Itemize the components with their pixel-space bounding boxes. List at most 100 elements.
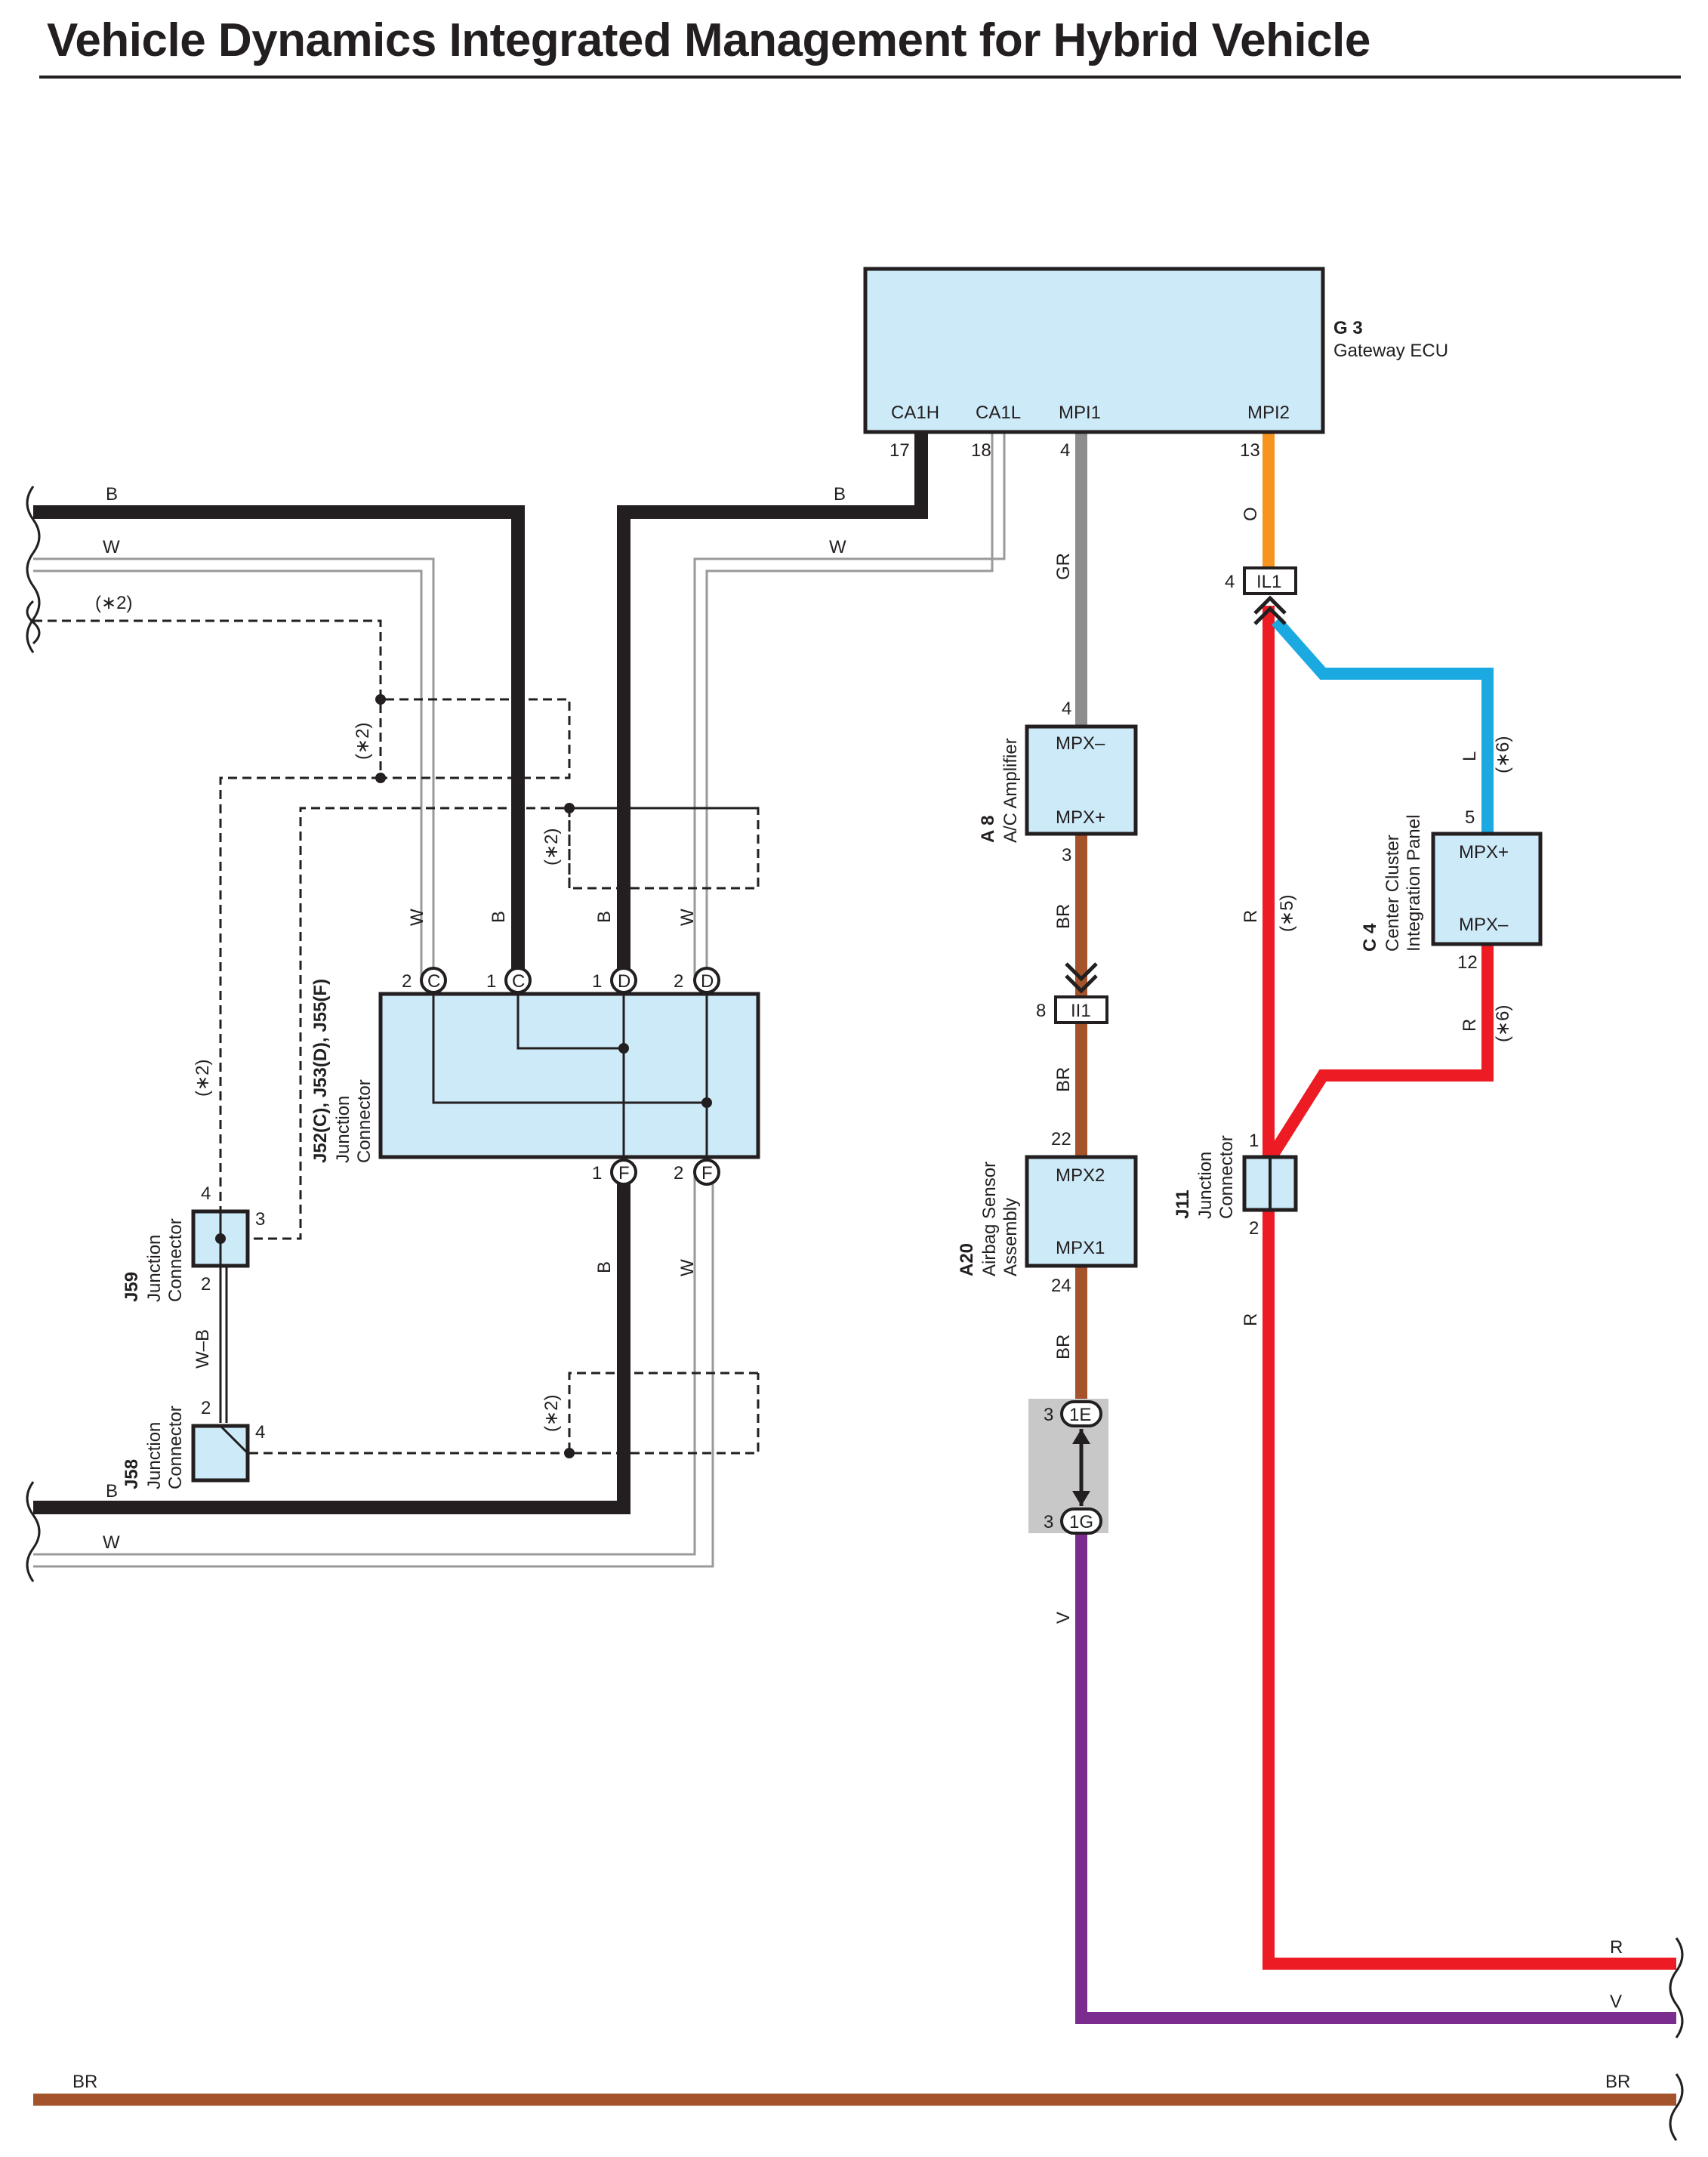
j58-pin-4: 4 (255, 1422, 265, 1443)
j11-name-1: Junction (1195, 1152, 1216, 1219)
wire-label-v-1: V (1053, 1612, 1074, 1624)
wire-note-6-b: (∗6) (1493, 1005, 1513, 1042)
g3-name: Gateway ECU (1333, 341, 1448, 361)
j58-box (191, 1424, 250, 1483)
svg-text:C: C (427, 971, 440, 992)
c4-pin-5: 5 (1465, 807, 1475, 828)
a8-terminal-mpx-plus: MPX+ (1056, 807, 1105, 828)
wire-label-r-4: R (1610, 1937, 1623, 1958)
j52-internal-bus (432, 994, 708, 1157)
wire-w-gateway-inner (705, 432, 994, 980)
g3-pin-4: 4 (1060, 440, 1070, 461)
c4-pin-12: 12 (1457, 952, 1478, 973)
ii1-chevron-icon (1065, 962, 1098, 994)
wire-note-2-top: (∗2) (95, 593, 132, 613)
a8-name: A/C Amplifier (1000, 738, 1021, 843)
j52-j53-j55-box (378, 992, 760, 1159)
wire-note-2-c: (∗2) (193, 1060, 213, 1097)
a20-id: A20 (957, 1243, 977, 1276)
wire-label-b-2: B (834, 484, 846, 505)
wire-r-c4 (1263, 944, 1494, 1165)
il1-label: IL1 (1256, 572, 1281, 592)
g3-pin-17: 17 (889, 440, 910, 461)
wire-label-w-4: W (677, 909, 698, 926)
wire-note-2-a: (∗2) (353, 723, 373, 760)
j52-name-1: Junction (333, 1096, 353, 1163)
wire-b-gateway (617, 432, 928, 980)
a20-terminal-mpx2: MPX2 (1056, 1165, 1105, 1186)
j58-name-1: Junction (144, 1422, 165, 1489)
j59-pin-2: 2 (201, 1274, 211, 1295)
title-rule (39, 76, 1681, 79)
j52-name-2: Connector (354, 1079, 375, 1163)
ii1-connector (1054, 995, 1108, 1024)
svg-text:1: 1 (486, 971, 496, 992)
wire-note-2-d: (∗2) (541, 1395, 562, 1432)
gateway-ecu-box (863, 267, 1325, 434)
j59-name-2: Connector (165, 1218, 186, 1302)
svg-text:D: D (701, 971, 714, 992)
g3-pin-18: 18 (971, 440, 991, 461)
a20-pin-22: 22 (1051, 1129, 1071, 1149)
wire-note-2-b: (∗2) (541, 829, 562, 866)
ac-amplifier-box (1025, 724, 1138, 836)
g3-terminal-mpi1: MPI1 (1059, 403, 1101, 423)
j58-pin-2: 2 (201, 1398, 211, 1418)
wire-v (1075, 1532, 1676, 2024)
wire-label-o: O (1241, 507, 1261, 521)
wire-w-bottom-inner (33, 1172, 714, 1568)
g3-terminal-ca1l: CA1L (976, 403, 1021, 423)
wire-label-w-5: W (677, 1259, 698, 1276)
wire-label-br-3: BR (1053, 1335, 1074, 1359)
svg-text:2: 2 (674, 1163, 683, 1183)
wire-label-gr: GR (1053, 553, 1074, 580)
wire-label-br-4: BR (72, 2072, 97, 2092)
c4-terminal-mpx-plus: MPX+ (1459, 842, 1509, 862)
a8-pin-3: 3 (1062, 845, 1071, 866)
wire-label-w-1: W (103, 537, 120, 557)
svg-text:C: C (512, 971, 525, 992)
c4-id: C 4 (1360, 923, 1380, 952)
g3-pin-13: 13 (1240, 440, 1260, 461)
svg-text:D: D (618, 971, 630, 992)
c4-terminal-mpx-minus: MPX– (1459, 915, 1509, 935)
j52-terminal-f-left: F 1 (592, 1159, 637, 1186)
wire-label-w-6: W (103, 1532, 120, 1553)
connector-1g-label: 1G (1069, 1512, 1093, 1532)
svg-text:1: 1 (592, 971, 602, 992)
connector-1g-pin: 3 (1044, 1512, 1053, 1532)
g3-id: G 3 (1333, 318, 1363, 338)
wire-label-b-1: B (106, 484, 118, 505)
svg-text:2: 2 (674, 971, 683, 992)
j52-id: J52(C), J53(D), J55(F) (310, 979, 331, 1163)
svg-text:1: 1 (592, 1163, 602, 1183)
wire-label-br-1: BR (1053, 904, 1074, 929)
j11-id: J11 (1173, 1190, 1193, 1219)
c4-name-1: Center Cluster (1383, 835, 1403, 952)
g3-terminal-mpi2: MPI2 (1247, 403, 1290, 423)
wire-w-top-left-inner (33, 569, 423, 980)
wire-note-6-a: (∗6) (1493, 736, 1513, 773)
wire-b-bottom (33, 1172, 630, 1514)
center-cluster-box (1431, 832, 1543, 946)
page-title: Vehicle Dynamics Integrated Management f… (47, 14, 1370, 66)
j58-id: J58 (122, 1459, 142, 1489)
svg-text:F: F (701, 1163, 713, 1183)
wire-label-b-3: B (489, 911, 509, 923)
j52-terminal-f-right: F 2 (674, 1159, 720, 1186)
a20-name-1: Airbag Sensor (979, 1162, 1000, 1276)
j11-name-2: Connector (1216, 1135, 1237, 1219)
break-marks (26, 486, 1684, 2141)
wire-b-top-left (33, 505, 525, 980)
a8-terminal-mpx-minus: MPX– (1056, 733, 1105, 754)
a20-name-2: Assembly (1000, 1198, 1021, 1276)
j52-terminal-c-left: C 2 (402, 967, 447, 994)
svg-text:2: 2 (402, 971, 412, 992)
wire-label-b-5: B (594, 1261, 615, 1273)
wire-r-main (1263, 606, 1676, 1970)
il1-chevron-icon (1253, 595, 1287, 625)
j11-pin-2: 2 (1249, 1218, 1259, 1239)
ii1-pin: 8 (1036, 1001, 1046, 1021)
j59-id: J59 (122, 1272, 142, 1302)
a8-pin-4: 4 (1062, 699, 1071, 719)
